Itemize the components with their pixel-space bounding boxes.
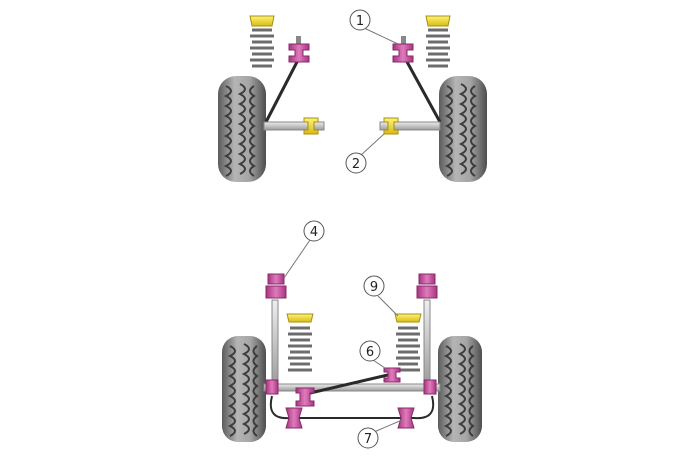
lower-arm (263, 121, 325, 131)
callout-2: 2 (352, 157, 360, 172)
callouts: 1 2 4 6 7 9 (283, 9, 403, 449)
tyre-icon (222, 336, 266, 442)
front-suspension (218, 15, 487, 182)
callout-9: 9 (370, 280, 378, 295)
coil-spring-icon (394, 313, 422, 372)
bush-icon (416, 273, 438, 299)
callout-leader (373, 419, 403, 433)
shock-absorber (271, 299, 279, 387)
callout-leader (363, 27, 399, 45)
coil-spring-icon (286, 313, 314, 372)
callout-7: 7 (364, 432, 372, 447)
shock-absorber (423, 299, 431, 387)
callout-circle (363, 275, 385, 297)
bush-icon (295, 387, 315, 407)
coil-spring-icon (425, 15, 451, 68)
control-arm (264, 59, 300, 123)
bush-icon (423, 379, 437, 395)
callout-leader (372, 359, 389, 371)
callout-1: 1 (356, 14, 364, 29)
bush-icon (383, 367, 401, 383)
tyre-icon (439, 76, 487, 182)
bush-icon (397, 407, 415, 429)
tyre-icon (438, 336, 482, 442)
anti-roll-bar-icon (269, 395, 435, 420)
rear-suspension (222, 273, 482, 442)
callout-4: 4 (310, 225, 318, 240)
bush-icon (392, 36, 414, 63)
callout-leader (377, 295, 399, 317)
coil-spring-icon (249, 15, 275, 68)
callout-6: 6 (366, 345, 374, 360)
callout-leader (359, 133, 385, 157)
bush-icon (265, 273, 287, 299)
callout-leader (283, 239, 311, 279)
callout-circle (345, 152, 367, 174)
bush-icon (303, 117, 319, 135)
control-arm (404, 59, 442, 123)
lower-arm (379, 121, 441, 131)
bush-icon (383, 117, 399, 135)
callout-circle (303, 220, 325, 242)
bush-icon (285, 407, 303, 429)
tyre-icon (218, 76, 266, 182)
rear-beam-axle (263, 383, 441, 392)
bush-icon (265, 379, 279, 395)
panhard-rod (305, 372, 393, 396)
callout-circle (359, 340, 381, 362)
callout-circle (357, 427, 379, 449)
bush-icon (288, 36, 310, 63)
callout-circle (349, 9, 371, 31)
